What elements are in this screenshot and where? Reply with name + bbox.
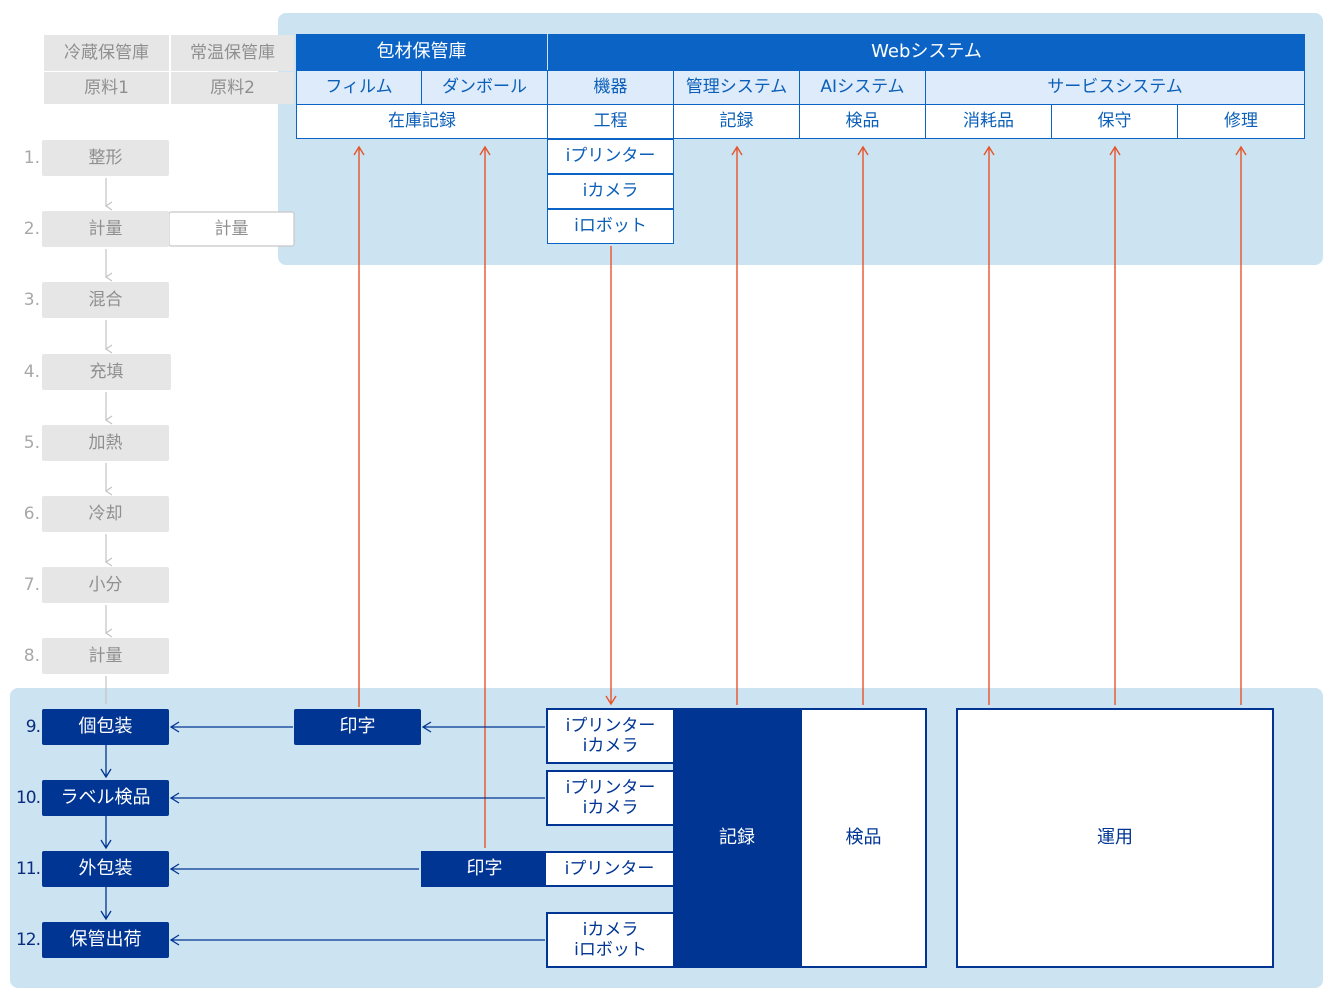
arrow-print1-to-9 <box>169 721 293 733</box>
step-2: 計量 <box>42 211 169 247</box>
step-9: 個包装 <box>42 709 169 745</box>
device-box-camera-robot: iカメラ iロボット <box>546 912 675 968</box>
repair-cell: 修理 <box>1177 104 1305 139</box>
arrow-print2-to-11 <box>169 863 419 875</box>
operation-box: 運用 <box>956 708 1274 968</box>
ai-system-cell: AIシステム <box>799 70 926 105</box>
device-box-printer-camera-2: iプリンター iカメラ <box>546 770 675 826</box>
arrow-to-repair <box>1235 145 1247 705</box>
step-3: 混合 <box>42 282 169 318</box>
arrow-to-maintenance <box>1109 145 1121 705</box>
step-8: 計量 <box>42 638 169 674</box>
arrow-to-consumables <box>983 145 995 705</box>
arrow-dev4-to-12 <box>169 934 545 946</box>
step-number-11: 11. <box>15 858 41 879</box>
consumables-cell: 消耗品 <box>925 104 1052 139</box>
record-cell: 記録 <box>673 104 800 139</box>
step-number-12: 12. <box>15 929 41 950</box>
device-box-printer: iプリンター <box>546 851 675 887</box>
step-10: ラベル検品 <box>42 780 169 816</box>
web-system-header: Webシステム <box>548 34 1305 70</box>
flow-arrow-11-12 <box>100 887 112 921</box>
step-5: 加熱 <box>42 425 169 461</box>
arrow-dev1-to-print1 <box>421 721 545 733</box>
arrow-to-record <box>731 145 743 705</box>
step-number-1: 1. <box>23 147 40 168</box>
arrow-to-inspection <box>857 145 869 705</box>
packaging-storage-header: 包材保管庫 <box>296 34 547 70</box>
step-2-side-weigh: 計量 <box>214 218 249 239</box>
step-number-5: 5. <box>23 432 40 453</box>
step-1: 整形 <box>42 140 169 176</box>
step-number-10: 10. <box>15 787 41 808</box>
management-system-cell: 管理システム <box>673 70 800 105</box>
equipment-cell: 機器 <box>547 70 674 105</box>
step-number-9: 9. <box>25 716 41 737</box>
step-11: 外包装 <box>42 851 169 887</box>
irobot-cell: iロボット <box>547 209 674 244</box>
arrow-to-inventory-1 <box>353 145 365 707</box>
flow-arrow-10-11 <box>100 816 112 850</box>
arrow-from-irobot <box>605 246 617 706</box>
step-number-6: 6. <box>23 503 40 524</box>
cold-storage-cell: 冷蔵保管庫 <box>44 35 169 71</box>
process-cell: 工程 <box>547 104 674 139</box>
service-system-cell: サービスシステム <box>925 70 1305 105</box>
flow-arrow-9-10 <box>100 745 112 779</box>
arrow-dev2-to-10 <box>169 792 545 804</box>
print-box-2: 印字 <box>421 851 548 887</box>
inventory-record-cell: 在庫記録 <box>296 104 548 139</box>
step-number-2: 2. <box>23 218 40 239</box>
print-box-1: 印字 <box>294 709 421 745</box>
inspection-box: 検品 <box>800 708 927 968</box>
iprinter-cell: iプリンター <box>547 139 674 174</box>
step-number-8: 8. <box>23 645 40 666</box>
cardboard-cell: ダンボール <box>421 70 548 105</box>
inspection-cell: 検品 <box>799 104 926 139</box>
step-number-3: 3. <box>23 289 40 310</box>
weigh-side-outline <box>168 211 295 247</box>
record-box: 記録 <box>673 708 801 968</box>
raw-material-2-cell: 原料2 <box>171 72 294 104</box>
step-6: 冷却 <box>42 496 169 532</box>
step-12: 保管出荷 <box>42 922 169 958</box>
step-4: 充填 <box>42 354 171 390</box>
raw-material-1-cell: 原料1 <box>44 72 169 104</box>
step-number-7: 7. <box>23 574 40 595</box>
step-7: 小分 <box>42 567 169 603</box>
device-box-printer-camera-1: iプリンター iカメラ <box>546 708 675 764</box>
maintenance-cell: 保守 <box>1051 104 1178 139</box>
arrow-to-inventory-2 <box>479 145 491 848</box>
step-number-4: 4. <box>23 361 40 382</box>
room-temp-storage-cell: 常温保管庫 <box>171 35 294 71</box>
icamera-cell: iカメラ <box>547 174 674 209</box>
